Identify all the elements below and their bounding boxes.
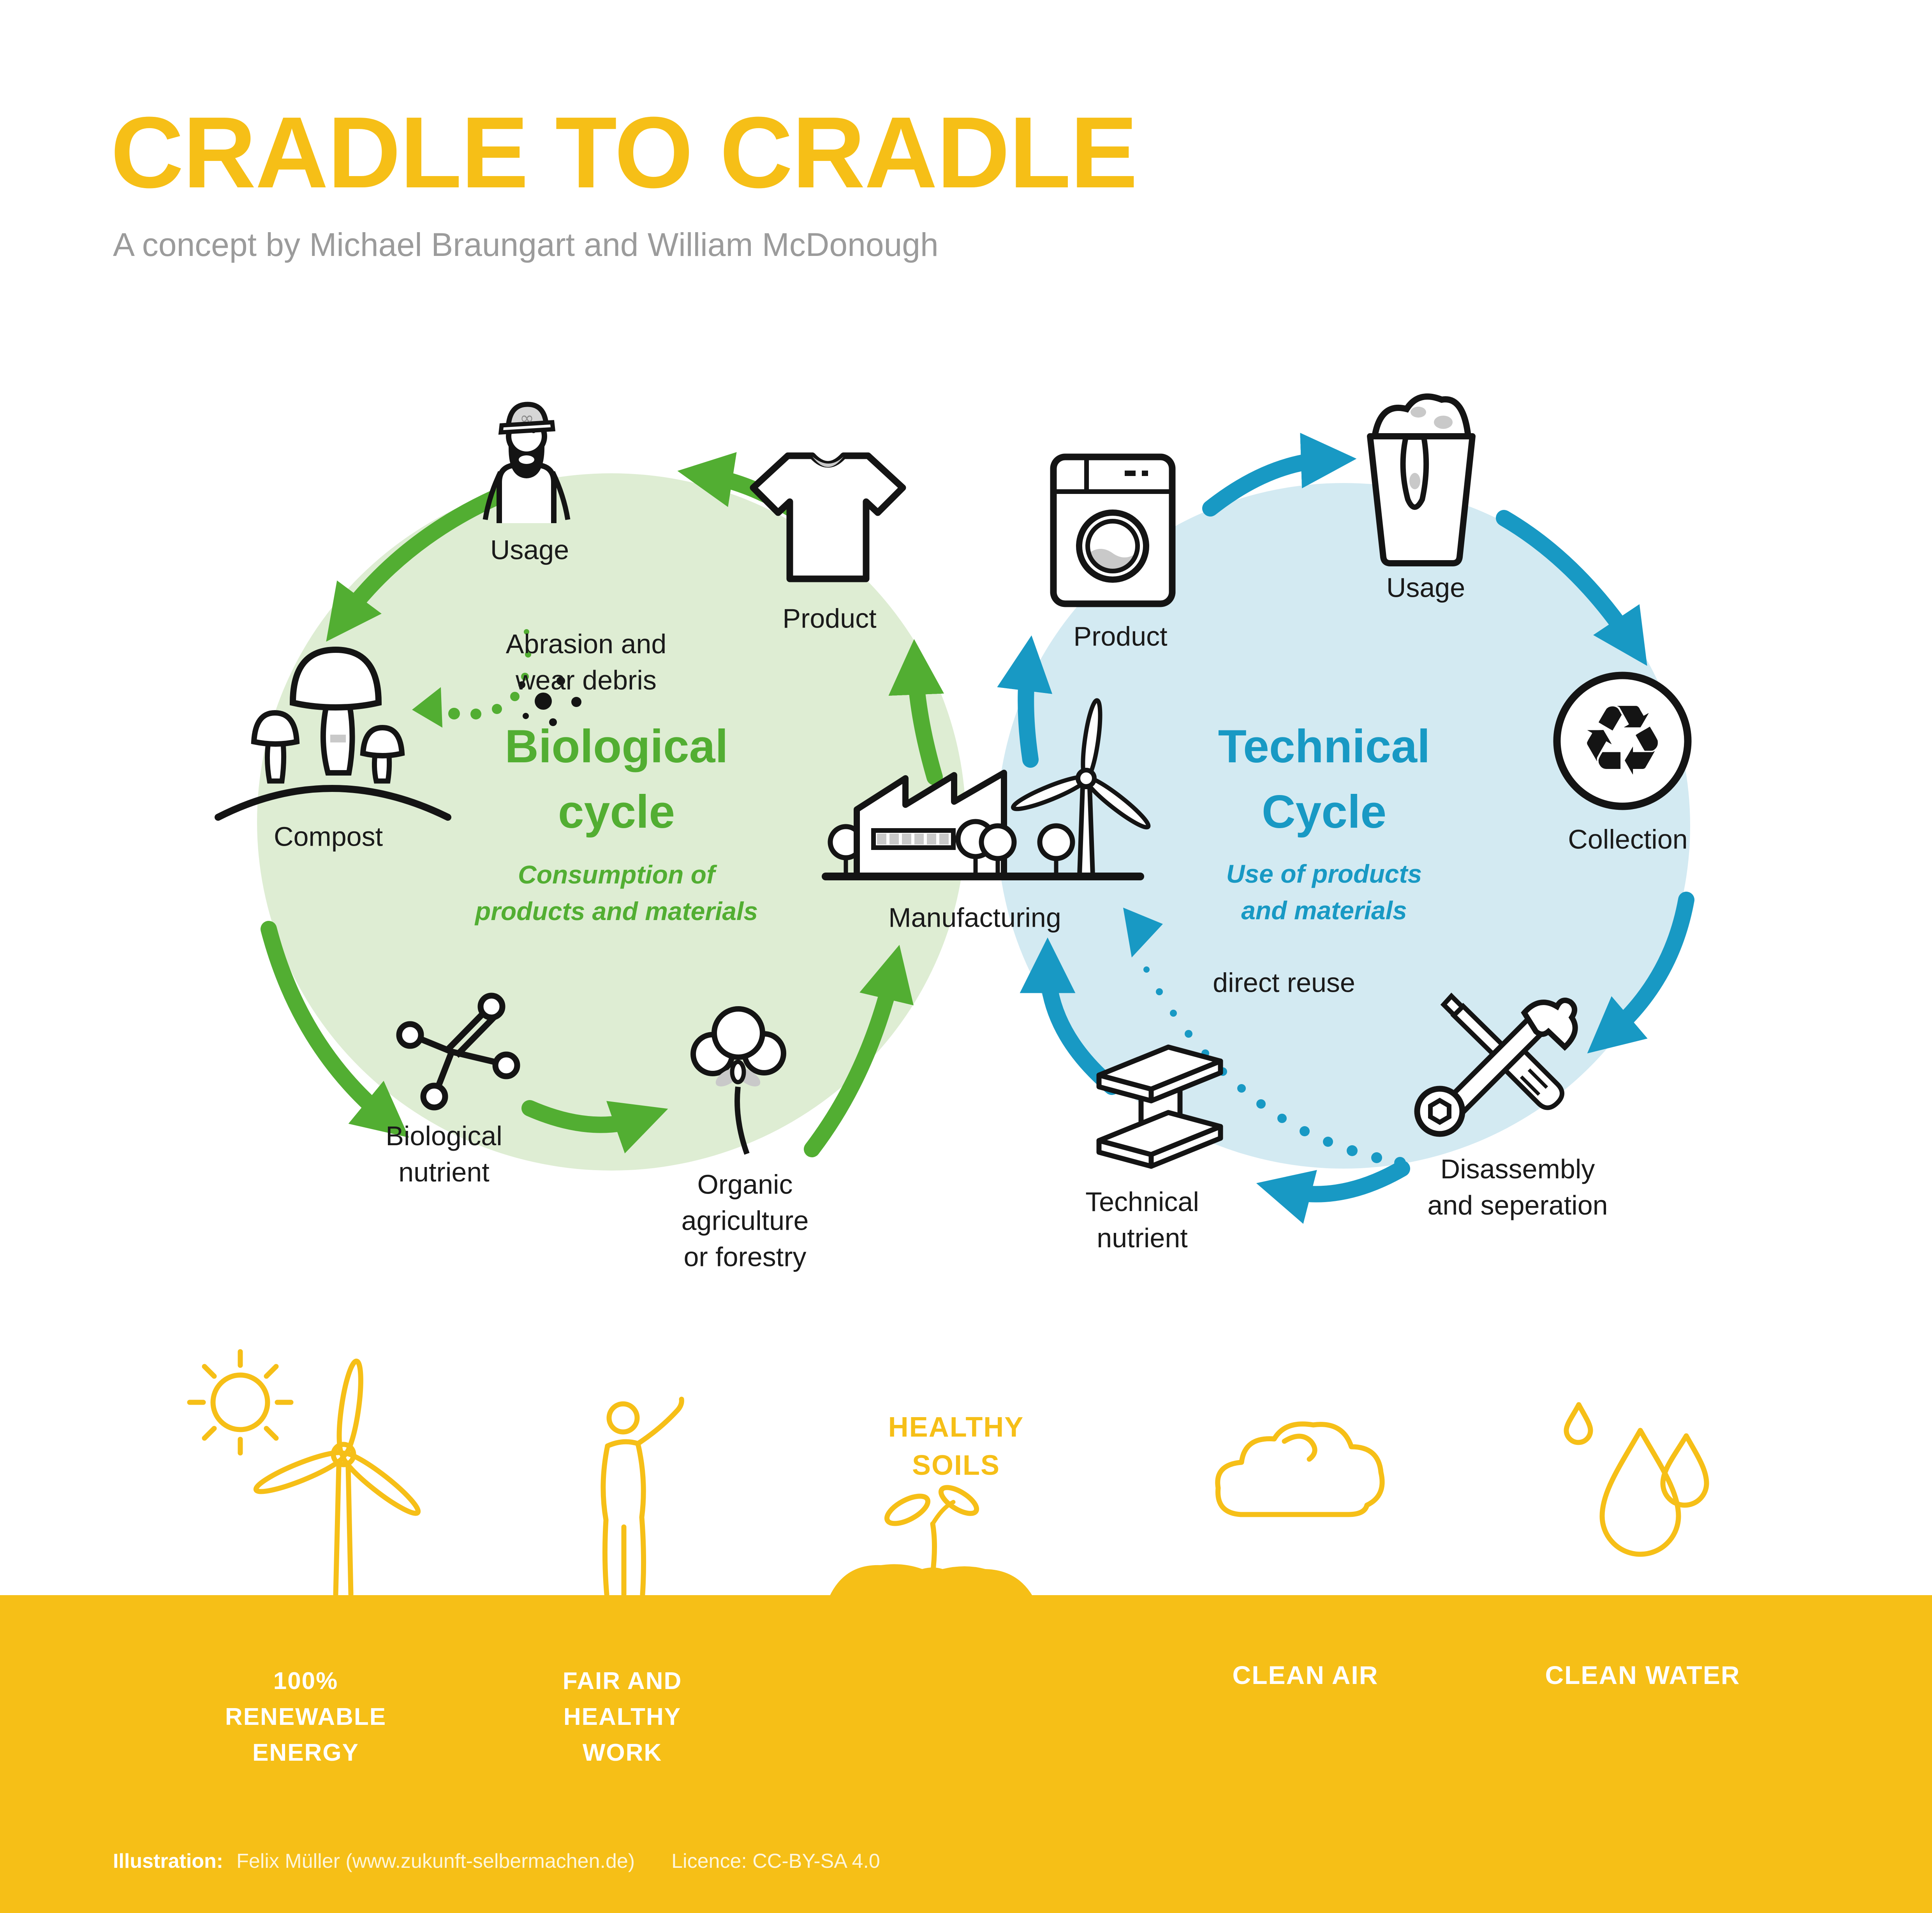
page-subtitle: A concept by Michael Braungart and Willi… bbox=[113, 226, 939, 263]
benefit-renewable-energy: 100% RENEWABLE ENERGY bbox=[225, 1668, 387, 1766]
sun-icon bbox=[187, 1349, 294, 1456]
technical-cycle-description: Use of products and materials bbox=[1226, 859, 1422, 925]
wind-turbine-icon bbox=[1011, 698, 1151, 878]
tshirt-icon bbox=[750, 452, 906, 582]
mushrooms-icon bbox=[215, 646, 451, 821]
biological-cycle-heading: Biological cycle bbox=[505, 720, 728, 838]
benefit-healthy-soils: HEALTHY SOILS bbox=[888, 1412, 1024, 1481]
label-tech-product: Product bbox=[1073, 621, 1168, 652]
tools-icon bbox=[1414, 993, 1578, 1137]
person-icon: ∞ bbox=[483, 402, 571, 523]
label-compost: Compost bbox=[273, 821, 383, 852]
biological-cycle-description: Consumption of products and materials bbox=[475, 860, 758, 926]
seedling-icon bbox=[830, 1485, 1033, 1596]
laundry-basket-icon bbox=[1367, 393, 1476, 566]
technical-cycle-area bbox=[997, 483, 1690, 1169]
credit-text: Felix Müller (www.zukunft-selbermachen.d… bbox=[236, 1850, 635, 1872]
label-collection: Collection bbox=[1568, 824, 1688, 855]
direct-reuse-trail bbox=[1123, 908, 1406, 1169]
licence-text: Licence: CC-BY-SA 4.0 bbox=[671, 1850, 880, 1872]
waterdrops-icon bbox=[1564, 1402, 1709, 1557]
label-direct-reuse: direct reuse bbox=[1213, 967, 1355, 998]
label-bio-usage: Usage bbox=[490, 534, 569, 565]
label-tech-usage: Usage bbox=[1386, 572, 1465, 603]
technical-cycle-arrows bbox=[997, 433, 1694, 1224]
turbine-icon bbox=[253, 1358, 421, 1597]
worker-icon bbox=[601, 1396, 684, 1597]
label-technical-nutrient: Technical nutrient bbox=[1085, 1187, 1199, 1253]
debris-dots bbox=[518, 677, 581, 726]
footer-credits: Illustration: Felix Müller (www.zukunft-… bbox=[113, 1850, 880, 1873]
abrasion-trail bbox=[412, 629, 581, 728]
label-disassembly: Disassembly and seperation bbox=[1427, 1154, 1608, 1220]
cotton-icon bbox=[690, 1006, 786, 1155]
label-abrasion: Abrasion and wear debris bbox=[505, 629, 667, 695]
page-title: CRADLE TO CRADLE bbox=[111, 96, 1138, 209]
ibeam-icon bbox=[1096, 1044, 1223, 1169]
label-bio-product: Product bbox=[782, 603, 877, 634]
technical-cycle-heading: Technical Cycle bbox=[1218, 720, 1430, 838]
cloud-icon bbox=[1215, 1421, 1385, 1517]
label-organic-agriculture: Organic agriculture or forestry bbox=[681, 1169, 809, 1272]
svg-text:♻: ♻ bbox=[1579, 684, 1666, 797]
recycling-icon: ♻ bbox=[1553, 672, 1692, 810]
benefit-fair-work: FAIR AND HEALTHY WORK bbox=[562, 1668, 682, 1766]
washing-machine-icon bbox=[1050, 453, 1176, 607]
benefits-band bbox=[0, 1595, 1932, 1913]
label-biological-nutrient: Biological nutrient bbox=[386, 1121, 502, 1187]
label-manufacturing: Manufacturing bbox=[888, 902, 1061, 933]
molecule-icon bbox=[396, 993, 520, 1111]
credit-label: Illustration: bbox=[113, 1850, 224, 1872]
benefit-clean-air: CLEAN AIR bbox=[1232, 1661, 1379, 1689]
benefit-clean-water: CLEAN WATER bbox=[1545, 1661, 1740, 1689]
cap-infinity: ∞ bbox=[520, 408, 534, 428]
biological-cycle-area bbox=[257, 473, 966, 1171]
factory-icon bbox=[822, 698, 1151, 880]
